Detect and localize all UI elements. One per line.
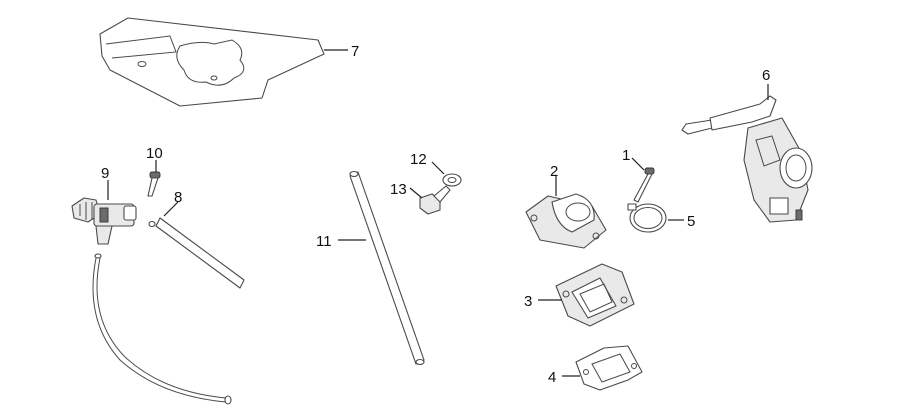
callout-10: 10	[146, 145, 163, 162]
callout-3: 3	[524, 293, 532, 310]
part-6-carburetor	[681, 95, 813, 223]
part-1-screw	[633, 167, 655, 203]
part-13-bolt	[419, 185, 451, 215]
callout-8: 8	[174, 189, 182, 206]
part-2-intake-manifold	[525, 193, 607, 249]
part-12-washer	[442, 173, 462, 187]
part-8-fuel-hose	[148, 217, 245, 289]
callout-5: 5	[687, 213, 695, 230]
callout-7: 7	[351, 43, 359, 60]
part-4-gasket	[575, 345, 643, 391]
fuel-hose-lower	[92, 253, 232, 405]
callout-11: 11	[316, 233, 332, 250]
callout-2: 2	[550, 163, 558, 180]
callout-12: 12	[410, 151, 427, 168]
callout-6: 6	[762, 67, 770, 84]
callout-13: 13	[390, 181, 407, 198]
part-9-fuel-valve	[71, 197, 137, 245]
part-3-reed-valve	[555, 263, 635, 327]
part-7-heat-shield	[99, 17, 325, 107]
callout-4: 4	[548, 369, 556, 386]
callout-1: 1	[622, 147, 630, 164]
part-10-screw	[147, 171, 161, 197]
part-11-long-hose	[349, 170, 425, 366]
part-5-hose-clamp	[627, 203, 667, 233]
callout-9: 9	[101, 165, 109, 182]
